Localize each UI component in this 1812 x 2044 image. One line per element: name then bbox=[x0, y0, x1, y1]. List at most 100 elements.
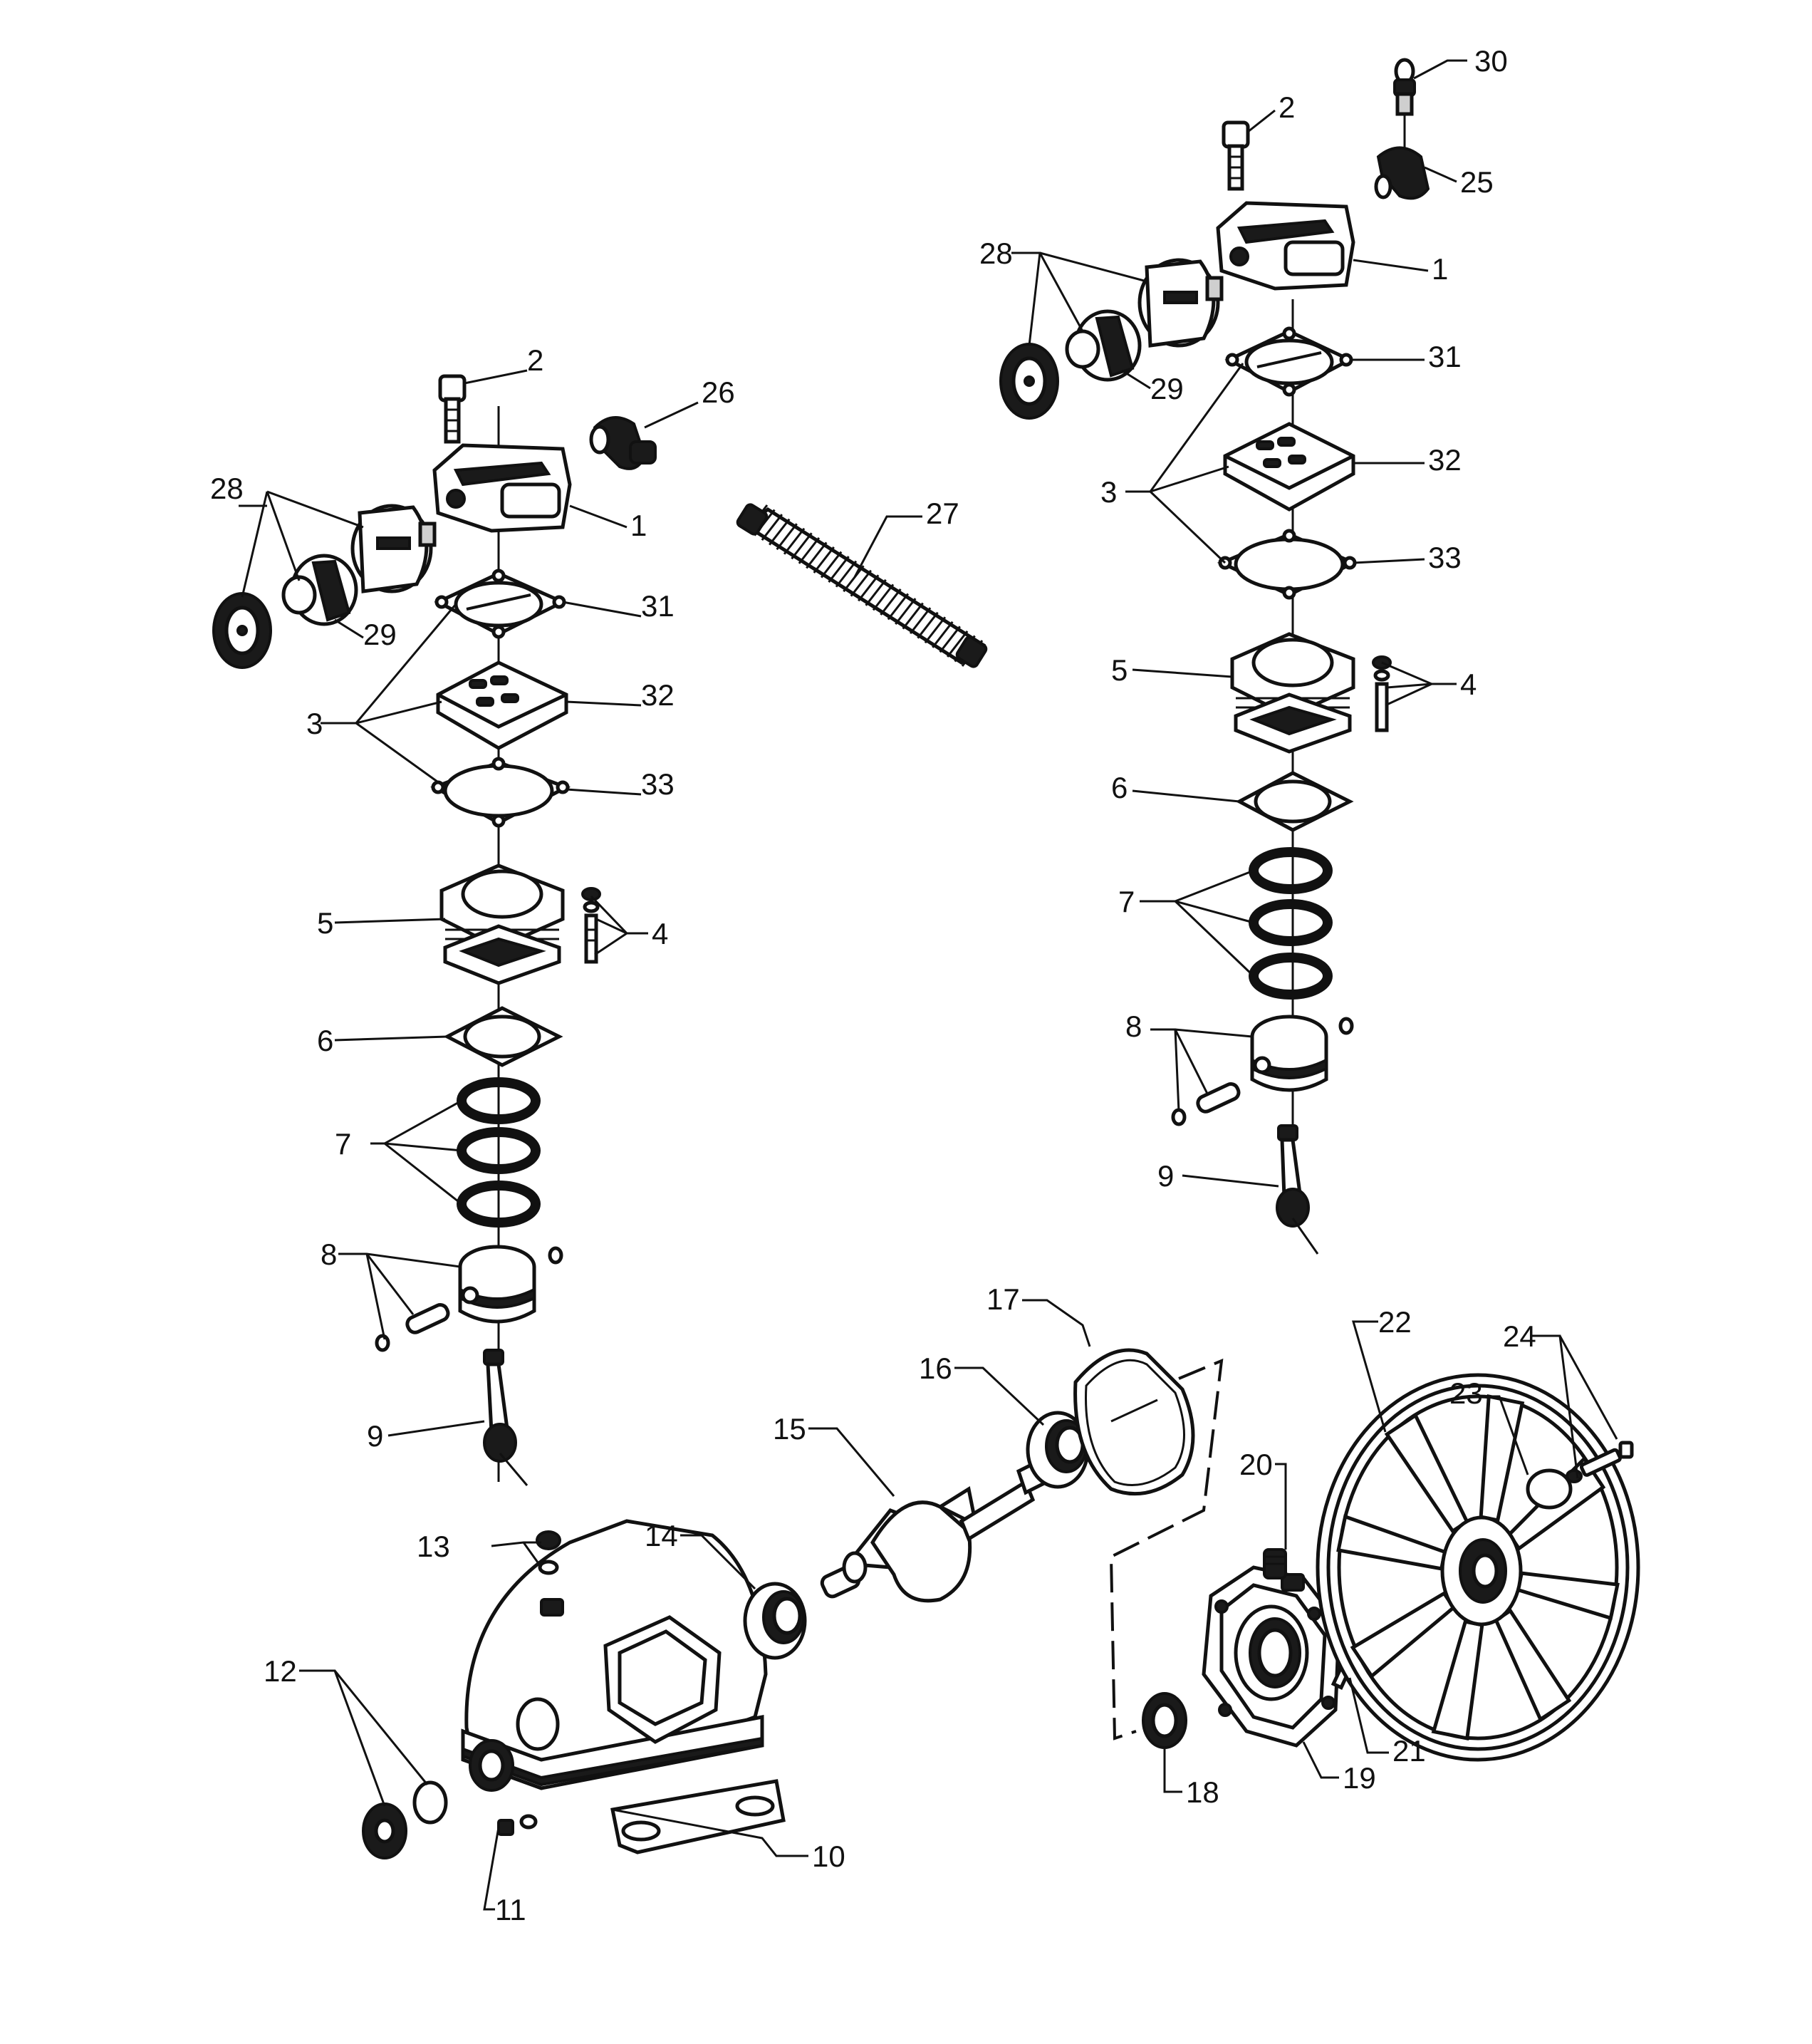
left-valve-plate bbox=[436, 660, 568, 750]
callout-5-right: 5 bbox=[1111, 653, 1128, 687]
callout-19: 19 bbox=[1343, 1761, 1376, 1795]
callout-31-right: 31 bbox=[1428, 340, 1462, 373]
callout-2-left: 2 bbox=[527, 343, 543, 377]
right-cylinder bbox=[1230, 632, 1355, 754]
callout-30: 30 bbox=[1474, 44, 1508, 78]
callout-22: 22 bbox=[1378, 1305, 1412, 1339]
callout-7-left: 7 bbox=[335, 1127, 351, 1161]
right-piston-rings bbox=[1249, 847, 1333, 1000]
crankshaft bbox=[820, 1443, 1078, 1603]
callout-13: 13 bbox=[417, 1530, 450, 1563]
left-filter-cap bbox=[212, 592, 272, 669]
left-cylinder-assembly bbox=[212, 374, 657, 1486]
flywheel bbox=[1316, 1373, 1640, 1762]
tube-coil bbox=[865, 579, 887, 606]
tube-coil bbox=[909, 607, 932, 635]
tube-coil bbox=[761, 514, 783, 541]
callout-27: 27 bbox=[926, 497, 959, 530]
callout-6-right: 6 bbox=[1111, 771, 1128, 804]
callout-14: 14 bbox=[645, 1519, 678, 1552]
callout-4-left: 4 bbox=[652, 917, 668, 950]
callout-labels: 2 26 1 28 29 31 32 33 3 4 5 6 7 8 9 2 30… bbox=[210, 44, 1536, 1926]
right-cylinder-head bbox=[1216, 201, 1355, 291]
callout-28-right: 28 bbox=[979, 237, 1013, 270]
callout-3-left: 3 bbox=[306, 707, 323, 740]
right-connecting-rod bbox=[1276, 1124, 1319, 1255]
right-cylinder-assembly bbox=[999, 58, 1430, 1255]
transfer-tube bbox=[736, 503, 988, 668]
right-safety-valve bbox=[1393, 58, 1416, 150]
front-bearing bbox=[743, 1582, 807, 1660]
tube-coil bbox=[880, 588, 902, 616]
tube-coil bbox=[828, 556, 850, 583]
tube-coil bbox=[820, 551, 843, 579]
tube-coil bbox=[776, 523, 798, 551]
callout-9-right: 9 bbox=[1157, 1159, 1174, 1193]
callout-8-right: 8 bbox=[1125, 1010, 1142, 1043]
crankcase-breather bbox=[536, 1530, 561, 1575]
callout-32-left: 32 bbox=[641, 678, 675, 712]
left-cylinder bbox=[439, 863, 565, 985]
tube-coil bbox=[887, 593, 910, 621]
tube-coil bbox=[813, 546, 835, 574]
callout-leaders bbox=[239, 59, 1618, 1911]
left-cylinder-head bbox=[432, 443, 572, 533]
tube-coil bbox=[939, 626, 961, 653]
tube-coil bbox=[924, 616, 947, 644]
left-piston bbox=[375, 1245, 563, 1352]
cover-outline-dashed bbox=[1109, 1358, 1224, 1740]
right-elbow-fitting bbox=[1374, 146, 1430, 200]
callout-16: 16 bbox=[919, 1352, 952, 1385]
tube-coil bbox=[850, 569, 872, 597]
callout-2-right: 2 bbox=[1279, 90, 1295, 124]
left-connecting-rod bbox=[483, 1349, 528, 1486]
left-cylinder-studs bbox=[581, 887, 601, 964]
callout-20: 20 bbox=[1239, 1448, 1273, 1481]
left-head-gasket bbox=[434, 569, 567, 639]
callout-23: 23 bbox=[1449, 1376, 1483, 1410]
bearing-cover-gasket bbox=[1073, 1348, 1195, 1496]
tube-coil bbox=[902, 602, 924, 630]
tube-coil bbox=[783, 527, 806, 555]
left-elbow-fitting bbox=[589, 416, 657, 470]
callout-6-left: 6 bbox=[317, 1024, 333, 1057]
callout-7-right: 7 bbox=[1118, 885, 1135, 918]
callout-33-right: 33 bbox=[1428, 541, 1462, 574]
left-air-filter-housing bbox=[350, 504, 437, 593]
callout-10: 10 bbox=[812, 1840, 845, 1873]
left-cylinder-gasket bbox=[443, 1006, 563, 1067]
left-head-bolt bbox=[438, 374, 467, 444]
callout-15: 15 bbox=[773, 1412, 806, 1446]
right-valve-plate bbox=[1223, 422, 1355, 512]
tube-coil bbox=[791, 532, 813, 560]
right-head-bolt bbox=[1222, 120, 1250, 191]
callout-1-left: 1 bbox=[630, 509, 647, 542]
tube-coil bbox=[806, 541, 828, 569]
tube-coil bbox=[858, 574, 880, 602]
right-piston bbox=[1171, 1015, 1354, 1126]
callout-1-right: 1 bbox=[1432, 252, 1448, 286]
tube-coil bbox=[835, 560, 858, 588]
tube-coil bbox=[895, 598, 917, 625]
callout-12: 12 bbox=[264, 1654, 297, 1688]
callout-26: 26 bbox=[702, 375, 735, 409]
callout-25: 25 bbox=[1460, 165, 1494, 199]
flywheel-washer bbox=[1526, 1468, 1573, 1510]
callout-28-left: 28 bbox=[210, 472, 244, 505]
right-cylinder-studs bbox=[1372, 655, 1392, 732]
callout-9-left: 9 bbox=[367, 1419, 383, 1453]
left-valve-gasket bbox=[430, 757, 571, 828]
right-valve-gasket bbox=[1217, 529, 1358, 600]
bearing-cover bbox=[1202, 1565, 1341, 1748]
right-filter-element bbox=[1065, 309, 1142, 382]
flywheel-bolt bbox=[1566, 1441, 1634, 1483]
tube-coil bbox=[843, 565, 865, 593]
oil-filler-plug bbox=[1263, 1548, 1287, 1579]
drain-plug bbox=[497, 1814, 538, 1836]
callout-27-leader bbox=[853, 515, 922, 578]
tube-coil bbox=[798, 536, 821, 564]
callout-8-left: 8 bbox=[321, 1238, 337, 1271]
callout-17: 17 bbox=[986, 1282, 1020, 1316]
callout-31-left: 31 bbox=[641, 589, 675, 623]
